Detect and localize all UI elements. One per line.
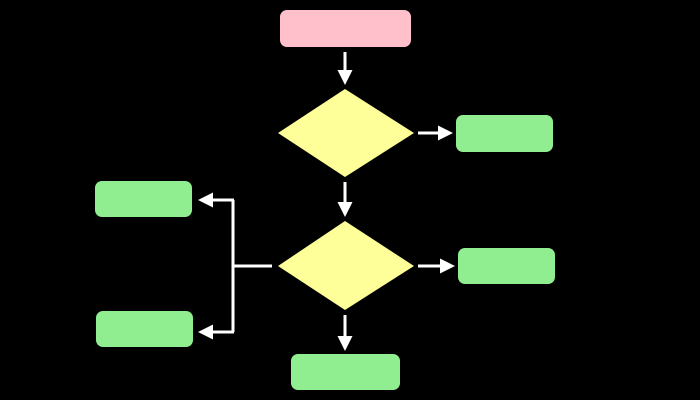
- nodes: [95, 10, 555, 390]
- outcome-2-left-top-box: [95, 181, 192, 217]
- outcome-2-bottom-box: [291, 354, 400, 390]
- decision-1-diamond: [278, 89, 414, 177]
- outcome-2-left-bottom-box: [96, 311, 193, 347]
- node-decision-2: [278, 221, 414, 310]
- outcome-2-right-box: [458, 248, 555, 284]
- decision-2-diamond: [278, 221, 414, 310]
- outcome-1-right-box: [456, 115, 553, 152]
- node-decision-1: [278, 89, 414, 177]
- start-box: [280, 10, 411, 47]
- node-outcome-2-left-bottom: [96, 311, 193, 347]
- node-start: [280, 10, 411, 47]
- node-outcome-1-right: [456, 115, 553, 152]
- node-outcome-2-left-top: [95, 181, 192, 217]
- node-outcome-2-right: [458, 248, 555, 284]
- node-outcome-2-bottom: [291, 354, 400, 390]
- connectors: [198, 52, 455, 351]
